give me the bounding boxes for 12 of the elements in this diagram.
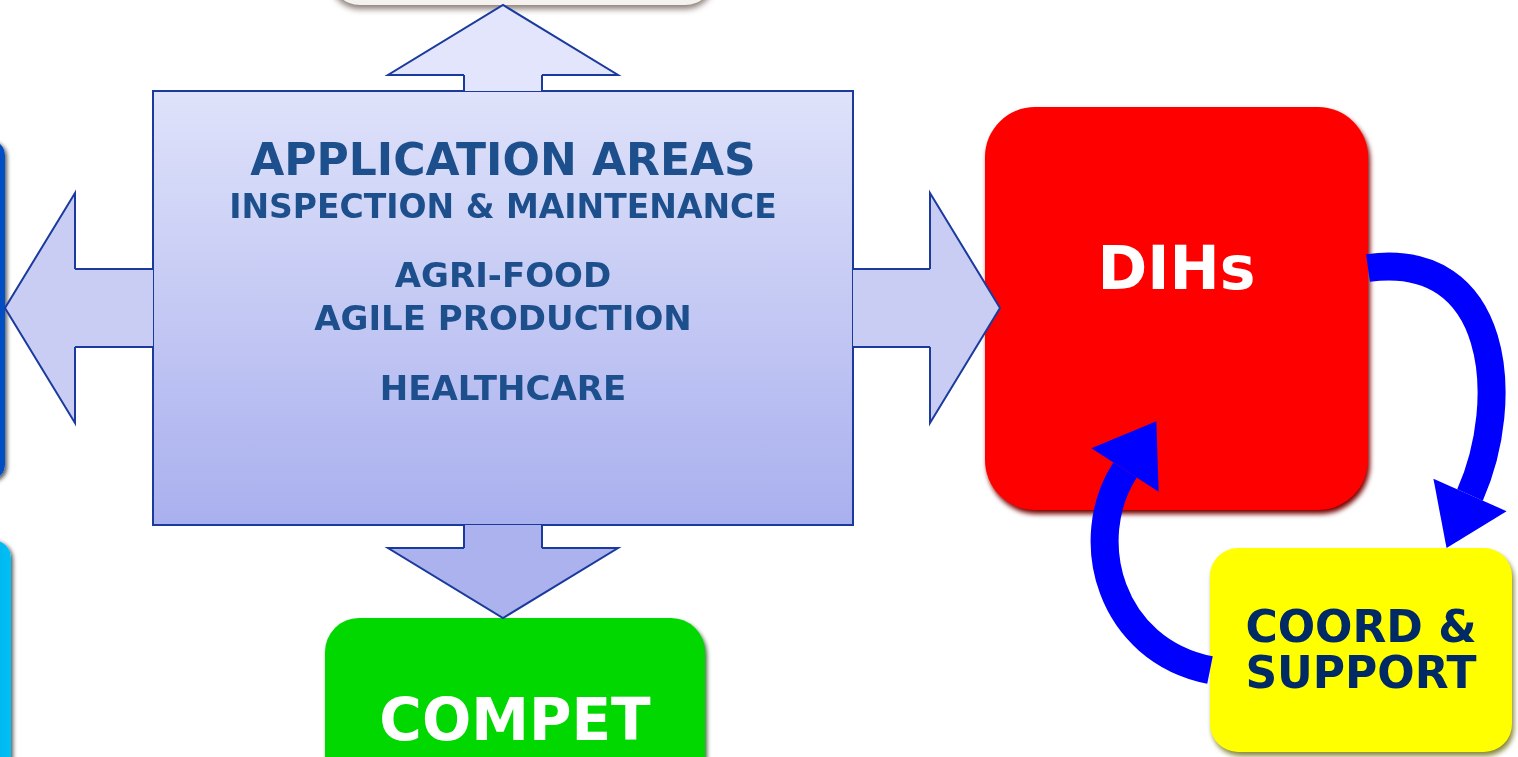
area-label: INSPECTION & MAINTENANCE — [229, 188, 777, 227]
box-label: COMPET — [379, 690, 651, 751]
cross-panel — [152, 90, 854, 526]
heading: APPLICATION AREAS — [250, 136, 756, 185]
area-label: AGILE PRODUCTION — [314, 299, 692, 339]
rounded-box — [1210, 548, 1512, 752]
box-label: DIHs — [1097, 237, 1256, 300]
rounded-box — [325, 618, 705, 757]
area-label: HEALTHCARE — [379, 368, 627, 408]
box-label: COORD & SUPPORT — [1244, 603, 1478, 697]
area-label: AGRI-FOOD — [394, 256, 612, 296]
rounded-box — [985, 107, 1368, 510]
